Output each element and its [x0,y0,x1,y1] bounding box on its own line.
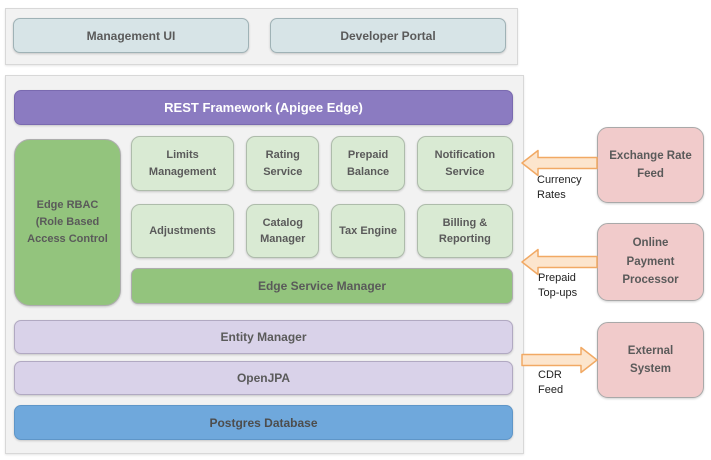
service-box-notification-service: Notification Service [416,136,513,191]
exchange-rate-feed-label: Exchange Rate Feed [609,149,692,180]
cdr-feed-arrow-icon [521,346,598,374]
cdr-feed-label: CDR Feed [538,369,564,397]
client-layer-frame: Management UI Developer Portal [5,8,518,65]
online-payment-processor-box: Online Payment Processor [597,223,704,301]
currency-rates-label: Currency Rates [537,174,582,202]
service-label: Limits Management [148,149,217,178]
service-label: Notification Service [434,149,496,178]
postgres-database-label: Postgres Database [209,415,318,430]
developer-portal-box: Developer Portal [270,18,506,53]
currency-rates-arrow-icon [521,149,598,177]
openjpa-label: OpenJPA [236,371,291,385]
external-system-label: External System [627,344,674,375]
openjpa-bar: OpenJPA [14,361,513,395]
service-box-tax-engine: Tax Engine [331,204,405,258]
service-box-billing-reporting: Billing & Reporting [416,204,513,258]
exchange-rate-feed-box: Exchange Rate Feed [597,127,704,203]
edge-rbac-label: Edge RBAC (Role Based Access Control [27,198,108,246]
services-grid: Limits Management Rating Service Prepaid… [131,136,513,258]
developer-portal-label: Developer Portal [340,28,436,43]
service-box-limits-management: Limits Management [131,136,235,191]
service-label: Prepaid Balance [346,149,390,178]
prepaid-topups-arrow-icon [521,248,598,276]
prepaid-topups-label: Prepaid Top-ups [538,272,578,300]
service-label: Rating Service [263,149,303,178]
platform-frame: REST Framework (Apigee Edge) Edge RBAC (… [5,75,524,454]
service-box-prepaid-balance: Prepaid Balance [331,136,405,191]
service-label: Catalog Manager [260,216,306,246]
edge-service-manager-label: Edge Service Manager [257,278,387,293]
service-label: Tax Engine [339,224,398,237]
postgres-database-bar: Postgres Database [14,405,513,440]
service-box-catalog-manager: Catalog Manager [246,204,320,258]
edge-rbac-box: Edge RBAC (Role Based Access Control [14,139,121,306]
service-label: Adjustments [149,224,216,237]
entity-manager-bar: Entity Manager [14,320,513,354]
management-ui-label: Management UI [86,28,176,43]
service-box-adjustments: Adjustments [131,204,235,258]
rest-framework-bar: REST Framework (Apigee Edge) [14,90,513,125]
online-payment-processor-label: Online Payment Processor [622,237,679,287]
entity-manager-label: Entity Manager [220,330,307,344]
external-system-box: External System [597,322,704,398]
service-box-rating-service: Rating Service [246,136,320,191]
edge-service-manager-bar: Edge Service Manager [131,268,513,304]
service-label: Billing & Reporting [438,216,491,246]
rest-framework-label: REST Framework (Apigee Edge) [164,100,363,115]
management-ui-box: Management UI [13,18,249,53]
